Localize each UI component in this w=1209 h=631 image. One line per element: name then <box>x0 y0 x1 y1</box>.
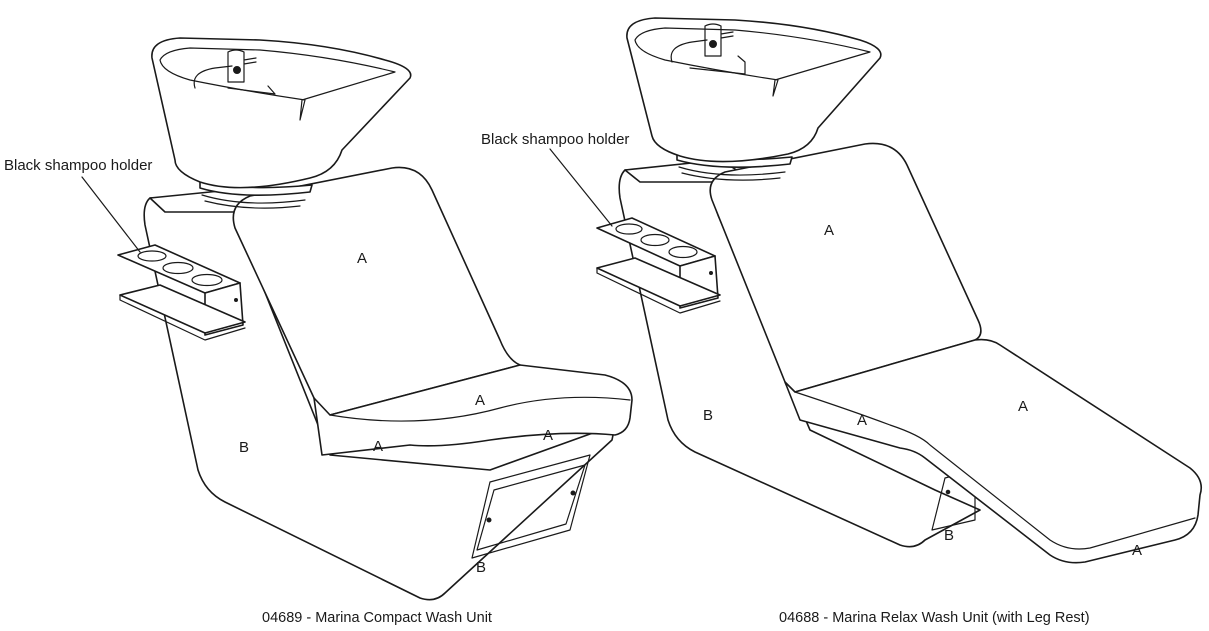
relax-label-a-legrest: A <box>1132 542 1142 559</box>
compact-label-a-front-right: A <box>543 427 553 444</box>
compact-holder-leader <box>81 176 141 253</box>
relax-seat-legrest <box>784 338 1203 564</box>
compact-tap <box>193 49 276 95</box>
relax-holder-leader <box>549 148 613 227</box>
compact-label-b-front: B <box>476 559 486 576</box>
compact-label-a-back: A <box>357 250 367 267</box>
compact-wash-bowl <box>151 37 412 189</box>
relax-label-a-front: A <box>857 412 867 429</box>
relax-label-a-seat: A <box>1018 398 1028 415</box>
relax-holder-label: Black shampoo holder <box>481 131 629 148</box>
relax-label-b-side: B <box>703 407 713 424</box>
compact-caption: 04689 - Marina Compact Wash Unit <box>262 610 492 626</box>
relax-label-a-back: A <box>824 222 834 239</box>
compact-label-b-side: B <box>239 439 249 456</box>
compact-seat-cushion <box>313 364 633 456</box>
relax-label-b-front: B <box>944 527 954 544</box>
relax-tap <box>670 23 746 75</box>
compact-holder-label: Black shampoo holder <box>4 157 152 174</box>
relax-wash-unit: Black shampoo holder A A A A B B 04688 -… <box>481 17 1203 626</box>
compact-wash-unit: Black shampoo holder A A A A B B 04689 -… <box>4 37 633 626</box>
relax-caption: 04688 - Marina Relax Wash Unit (with Leg… <box>779 610 1090 626</box>
compact-access-panel <box>471 454 591 559</box>
relax-wash-bowl <box>626 17 882 163</box>
compact-shampoo-holder <box>117 244 246 341</box>
compact-label-a-front-left: A <box>373 438 383 455</box>
relax-shampoo-holder <box>596 217 721 314</box>
compact-label-a-seat: A <box>475 392 485 409</box>
